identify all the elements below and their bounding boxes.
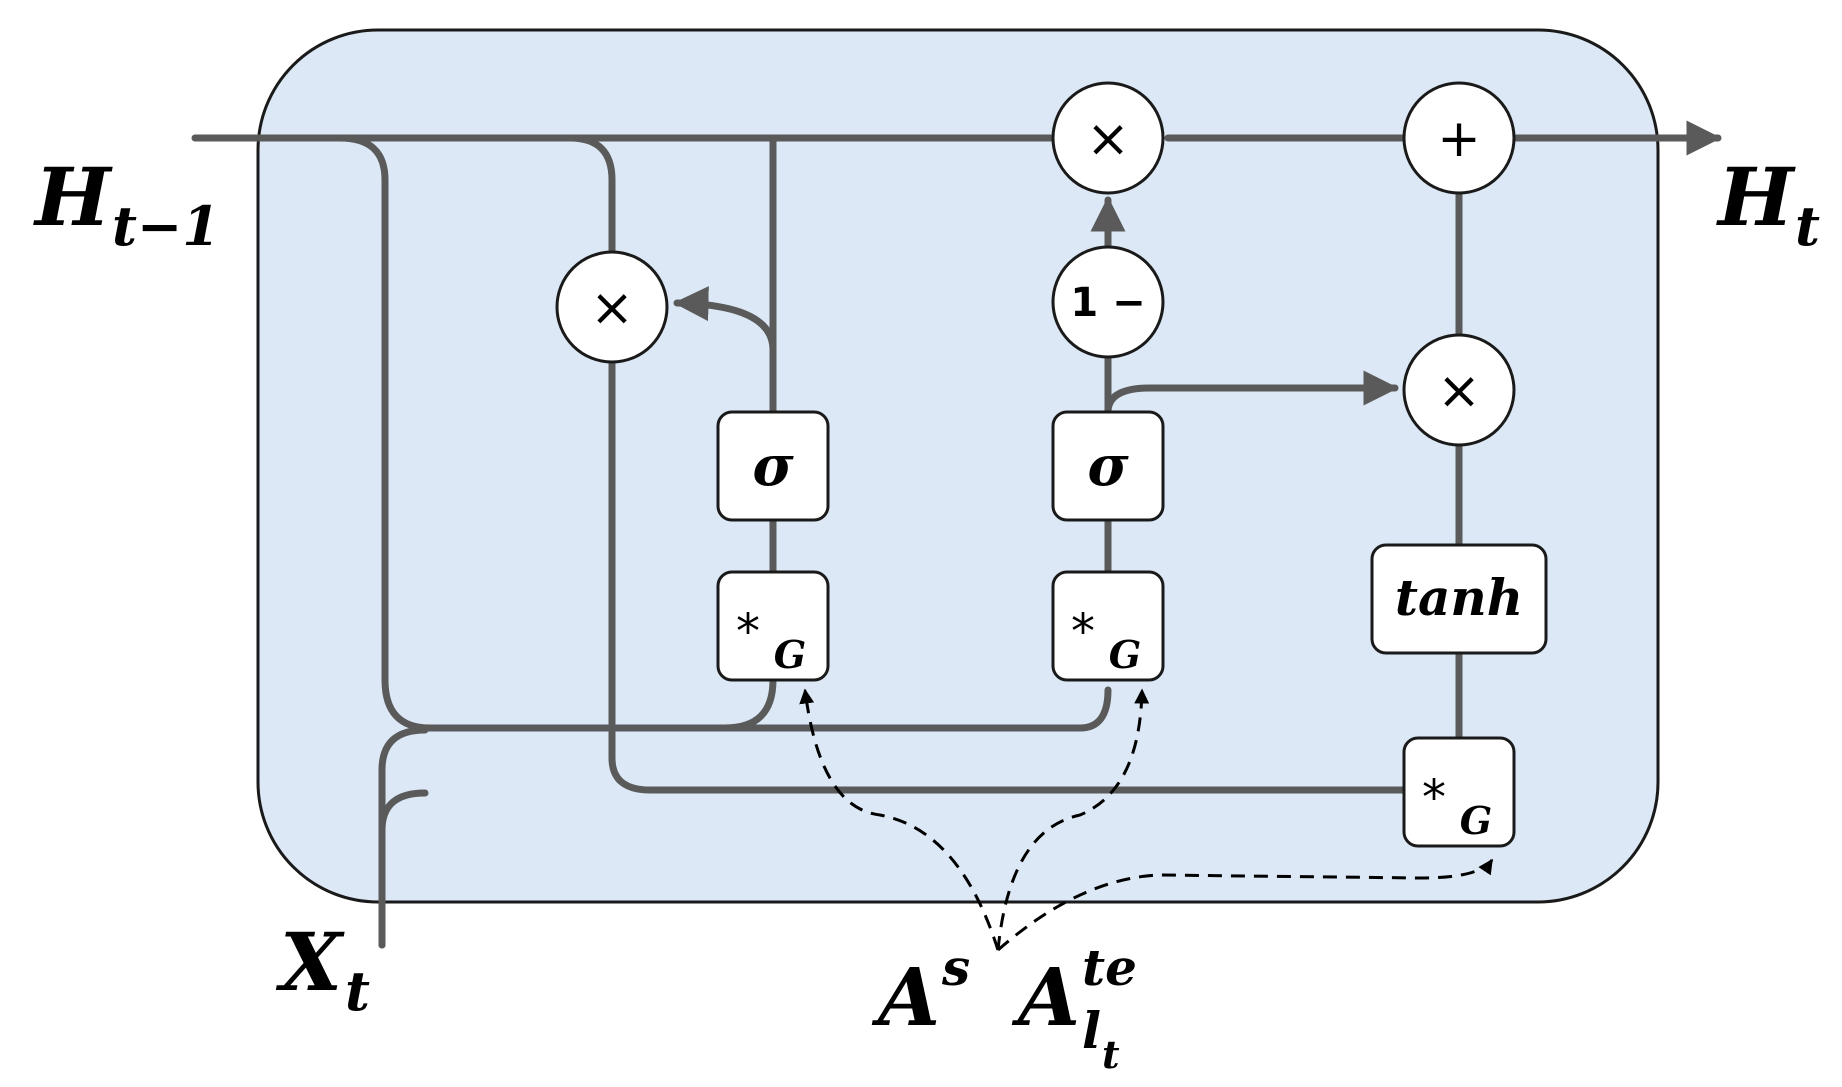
reset-multiply-node: × bbox=[555, 250, 669, 364]
h-branch-reset bbox=[566, 134, 616, 256]
svg-text:A: A bbox=[871, 950, 940, 1044]
svg-text:X: X bbox=[275, 915, 345, 1009]
svg-text:t: t bbox=[1795, 194, 1820, 258]
svg-text:t−1: t−1 bbox=[112, 194, 220, 258]
sigma-update-box: σ bbox=[1051, 410, 1165, 522]
reset-to-multiply bbox=[673, 286, 777, 354]
tanh-box: tanh bbox=[1370, 543, 1548, 655]
svg-text:s: s bbox=[941, 938, 970, 997]
sigma-reset-box: σ bbox=[716, 410, 830, 522]
svg-text:t: t bbox=[1102, 1032, 1120, 1077]
adj-arrow-to-gconv-candidate bbox=[997, 858, 1494, 952]
svg-text:l: l bbox=[1082, 1001, 1101, 1060]
gconv-reset-bottom bbox=[721, 676, 777, 732]
h-branch-left bbox=[336, 134, 1112, 732]
cell-background bbox=[256, 28, 1660, 904]
svg-text:t: t bbox=[345, 959, 370, 1023]
x-input-branch-lower bbox=[378, 789, 429, 949]
gconv-reset-star: * bbox=[736, 604, 760, 660]
gconv-reset-sub: G bbox=[774, 632, 806, 677]
sigma-update-label: σ bbox=[1087, 433, 1129, 499]
one-minus-node: 1 − bbox=[1051, 245, 1165, 359]
gconv-candidate-box: * G bbox=[1402, 736, 1516, 848]
candidate-multiply-node: × bbox=[1402, 333, 1516, 447]
gconv-update-star: * bbox=[1071, 604, 1095, 660]
sigma-reset-label: σ bbox=[752, 433, 794, 499]
a-s-label: A s bbox=[871, 938, 970, 1044]
reset-multiply-symbol: × bbox=[590, 278, 634, 338]
candidate-multiply-symbol: × bbox=[1437, 361, 1481, 421]
top-plus-node: + bbox=[1402, 81, 1516, 195]
gconv-reset-box: * G bbox=[716, 570, 830, 682]
gconv-candidate-sub: G bbox=[1460, 798, 1492, 843]
adj-arrow-to-gconv-reset bbox=[799, 688, 1000, 951]
one-minus-symbol: 1 − bbox=[1070, 280, 1145, 326]
svg-text:A: A bbox=[1011, 950, 1080, 1044]
top-multiply-symbol: × bbox=[1086, 109, 1130, 169]
tanh-label: tanh bbox=[1395, 568, 1523, 627]
wires bbox=[191, 120, 1722, 949]
gconv-update-box: * G bbox=[1051, 570, 1165, 682]
svg-text:H: H bbox=[33, 150, 113, 244]
x-input-label: X t bbox=[275, 915, 370, 1023]
x-input-branch-upper bbox=[378, 726, 429, 949]
h-prev-label: H t−1 bbox=[33, 150, 220, 258]
gconv-update-sub: G bbox=[1109, 632, 1141, 677]
update-to-candidate-multiply bbox=[1104, 370, 1399, 416]
svg-text:te: te bbox=[1082, 938, 1137, 997]
adj-arrow-to-gconv-update bbox=[996, 688, 1150, 951]
top-plus-symbol: + bbox=[1437, 109, 1481, 169]
top-multiply-node: × bbox=[1051, 81, 1165, 195]
gconv-candidate-star: * bbox=[1422, 770, 1446, 826]
h-out-label: H t bbox=[1716, 150, 1820, 258]
a-te-label: A te l t bbox=[1011, 938, 1137, 1077]
svg-text:H: H bbox=[1716, 150, 1796, 244]
reset-multiply-down bbox=[608, 358, 1408, 794]
adjacency-arrows bbox=[799, 688, 1494, 952]
